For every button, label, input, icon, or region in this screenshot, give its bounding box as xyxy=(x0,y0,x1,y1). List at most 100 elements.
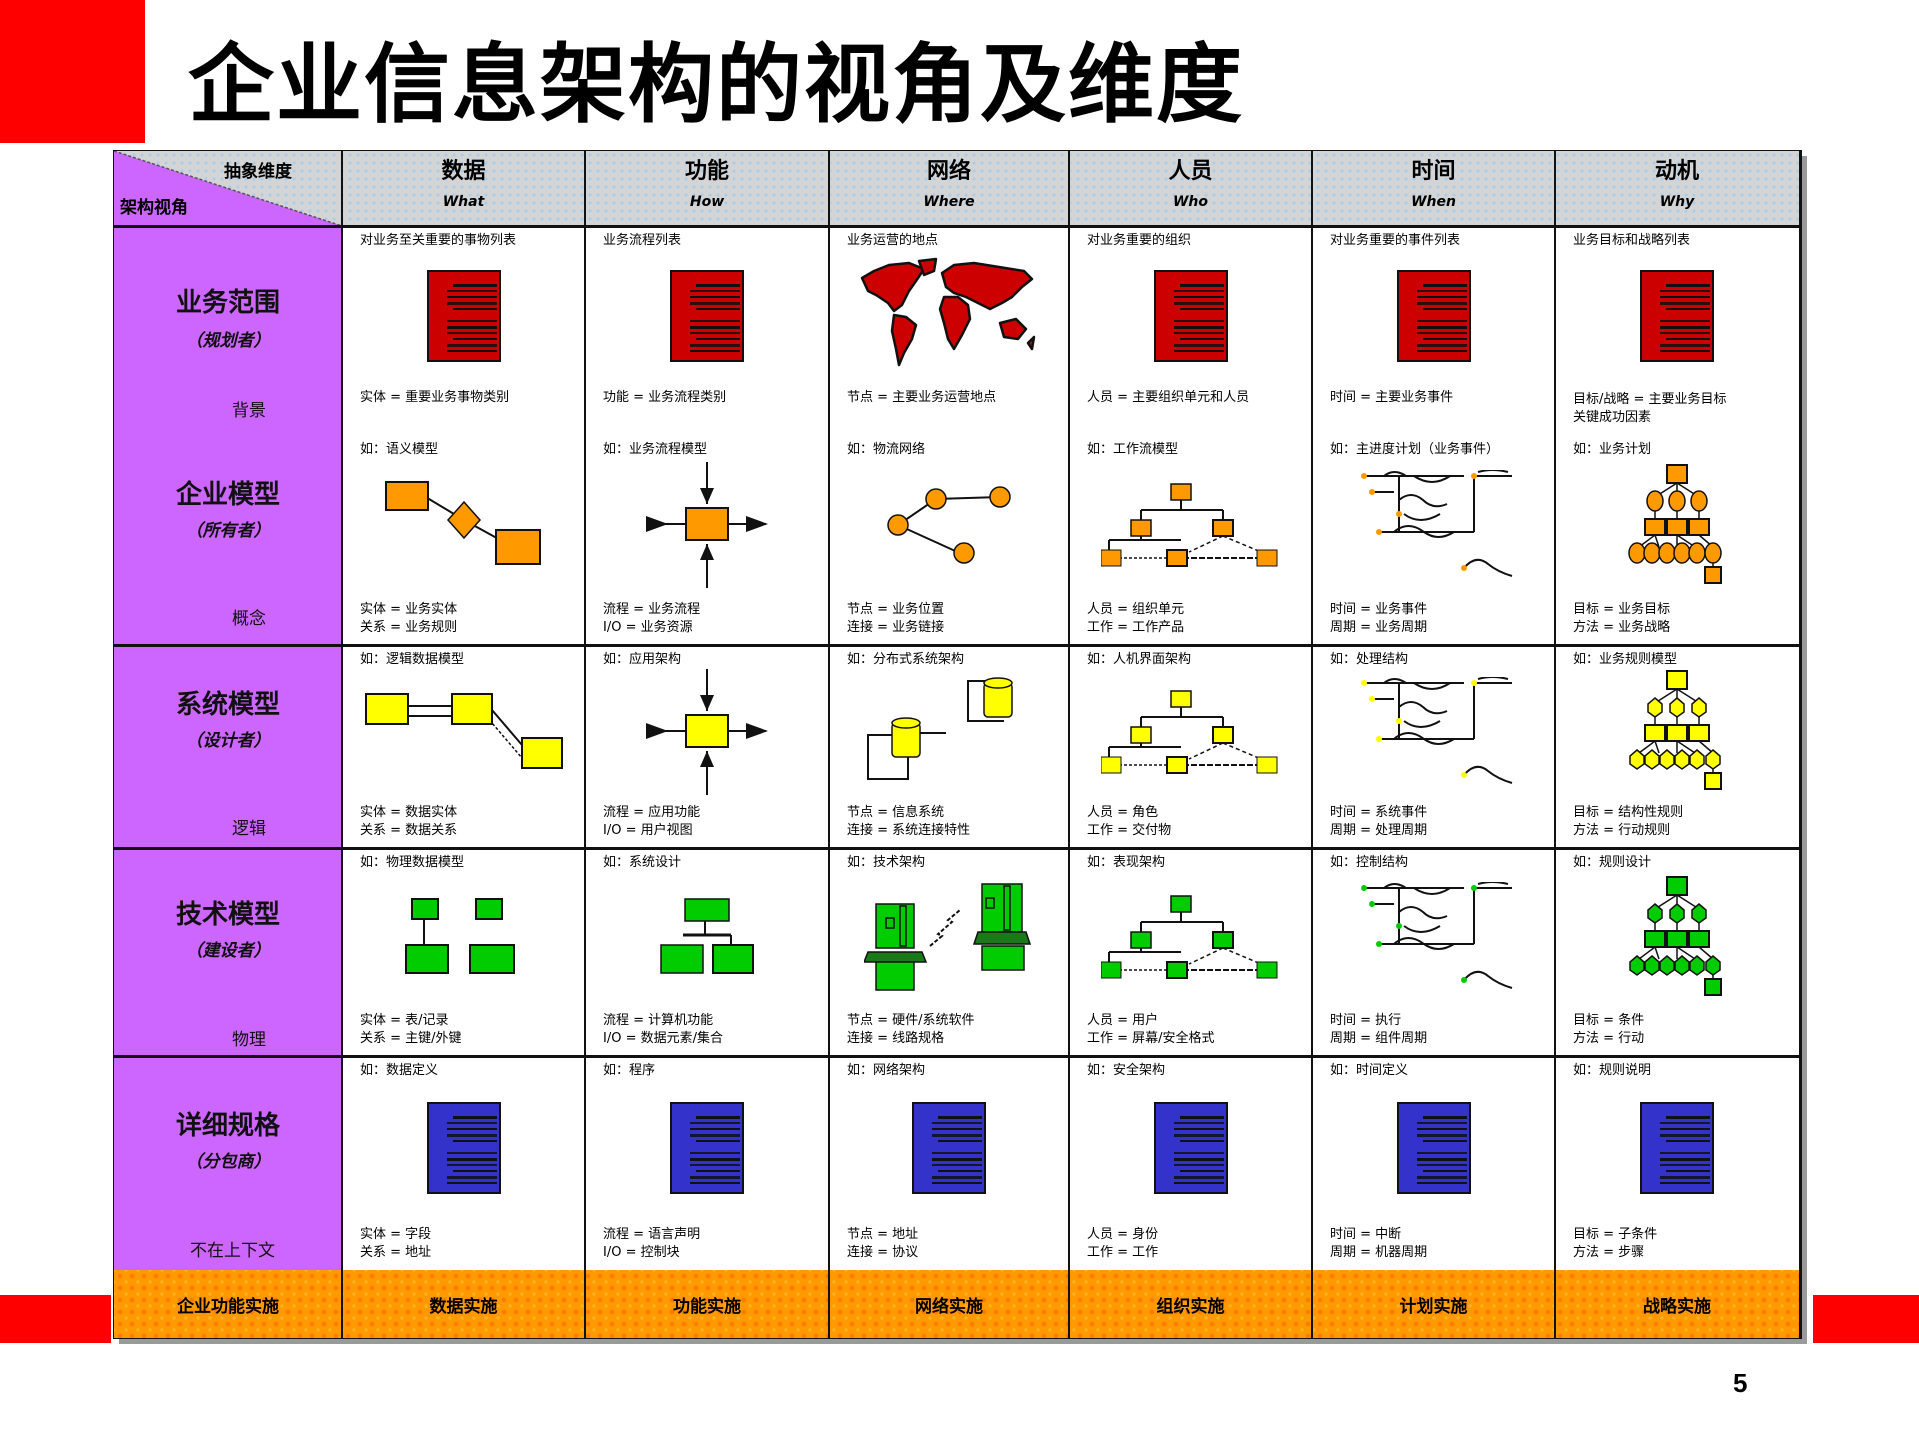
cell-definition-line-1: 时间 = 执行 xyxy=(1330,1013,1402,1028)
cell-definition-line-1: 时间 = 中断 xyxy=(1330,1227,1402,1242)
column-divider xyxy=(341,151,343,1338)
cell-heading: 业务流程列表 xyxy=(603,233,682,248)
distributed-system-icon xyxy=(829,671,1069,792)
cell-heading: 如：系统设计 xyxy=(603,855,682,870)
cell-heading: 如：业务计划 xyxy=(1573,442,1652,457)
cell-heading: 对业务至关重要的事物列表 xyxy=(360,233,517,248)
goal-tree-icon xyxy=(1555,874,1799,1000)
cell-definition-line-2: 工作 = 交付物 xyxy=(1087,823,1172,838)
cell-definition-line-1: 时间 = 业务事件 xyxy=(1330,602,1428,617)
cell-heading: 对业务重要的事件列表 xyxy=(1330,233,1461,248)
column-header-3: 网络 xyxy=(926,159,971,184)
corner-cell xyxy=(114,151,342,226)
cell-definition-line-2: I/O = 数据元素/集合 xyxy=(603,1031,723,1046)
cell-heading: 如：业务流程模型 xyxy=(603,442,708,457)
cell-definition-line-1: 实体 = 字段 xyxy=(360,1227,432,1242)
cell-definition-line-1: 流程 = 业务流程 xyxy=(603,602,701,617)
column-subheader-4: Who xyxy=(1172,194,1209,210)
column-divider xyxy=(1068,151,1070,1338)
cell-definition-line-1: 实体 = 业务实体 xyxy=(360,602,458,617)
red-document-icon xyxy=(1555,252,1799,379)
cell-definition-line-2: 关系 = 主键/外键 xyxy=(360,1031,462,1046)
hardware-icon xyxy=(829,874,1069,1000)
row-title-4: 技术模型 xyxy=(175,900,280,930)
cell-definition-line-1: 目标/战略 = 主要业务目标 xyxy=(1573,392,1727,407)
cell-heading: 如：规则设计 xyxy=(1573,855,1652,870)
cell-definition-line-1: 人员 = 身份 xyxy=(1087,1227,1159,1242)
header-band xyxy=(114,151,1799,226)
row-role-5: （分包商） xyxy=(185,1152,271,1172)
cell-definition-line-1: 目标 = 子条件 xyxy=(1573,1227,1658,1242)
cell-definition-line-1: 时间 = 系统事件 xyxy=(1330,805,1428,820)
cell-heading: 如：安全架构 xyxy=(1087,1063,1166,1078)
entity-relationship-icon xyxy=(342,461,585,589)
cell-definition-line-1: 人员 = 组织单元 xyxy=(1087,602,1185,617)
blue-document-icon xyxy=(1069,1082,1312,1214)
cell-definition-line-1: 节点 = 硬件/系统软件 xyxy=(847,1013,975,1028)
column-subheader-5: When xyxy=(1411,194,1456,210)
implementation-cell-6: 战略实施 xyxy=(1643,1297,1711,1317)
implementation-cell-4: 组织实施 xyxy=(1156,1297,1225,1317)
column-subheader-6: Why xyxy=(1659,194,1695,210)
cell-definition-line-1: 人员 = 角色 xyxy=(1087,805,1159,820)
row-role-3: （设计者） xyxy=(185,731,271,751)
cell-definition-line-1: 节点 = 地址 xyxy=(847,1227,919,1242)
row-divider xyxy=(114,847,1799,850)
cell-definition-line-2: 周期 = 组件周期 xyxy=(1330,1031,1428,1046)
column-divider xyxy=(584,151,586,1338)
corner-label-perspective: 架构视角 xyxy=(120,198,188,218)
row-title-3: 系统模型 xyxy=(175,690,280,720)
cell-heading: 如：程序 xyxy=(603,1063,656,1078)
org-chart-icon xyxy=(1069,461,1312,589)
red-accent-bar-right xyxy=(1813,1295,1919,1343)
cell-definition-line-2: 方法 = 行动 xyxy=(1573,1031,1645,1046)
corner-diagonal-icon xyxy=(114,151,342,226)
cell-definition-line-1: 节点 = 主要业务运营地点 xyxy=(847,390,997,405)
implementation-cell-1: 数据实施 xyxy=(429,1297,498,1317)
blue-document-icon xyxy=(585,1082,829,1214)
schedule-icon xyxy=(1312,461,1555,589)
system-design-icon xyxy=(585,874,829,1000)
row-aspect-4: 物理 xyxy=(232,1030,266,1050)
cell-definition-line-1: 目标 = 结构性规则 xyxy=(1573,805,1684,820)
implementation-bar xyxy=(114,1270,1799,1338)
row-title-2: 企业模型 xyxy=(175,480,280,510)
implementation-cell-5: 计划实施 xyxy=(1399,1297,1468,1317)
blue-document-icon xyxy=(1312,1082,1555,1214)
implementation-cell-3: 网络实施 xyxy=(915,1297,983,1317)
cell-heading: 如：处理结构 xyxy=(1330,652,1409,667)
row-role-4: （建设者） xyxy=(185,941,271,961)
cell-definition-line-2: 连接 = 系统连接特性 xyxy=(847,823,971,838)
row-role-2: （所有者） xyxy=(185,521,271,541)
column-divider xyxy=(1554,151,1556,1338)
cell-definition-line-2: 周期 = 处理周期 xyxy=(1330,823,1428,838)
red-document-icon xyxy=(585,252,829,379)
cell-heading: 如：分布式系统架构 xyxy=(847,652,965,667)
node-network-icon xyxy=(829,461,1069,589)
row-aspect-2: 概念 xyxy=(232,609,266,629)
perspective-column xyxy=(114,226,342,1270)
blue-document-icon xyxy=(1555,1082,1799,1214)
cell-definition-line-1: 流程 = 应用功能 xyxy=(603,805,701,820)
entity-relationship-icon xyxy=(342,671,585,792)
row-role-1: （规划者） xyxy=(185,331,271,351)
cell-heading: 如：逻辑数据模型 xyxy=(360,652,465,667)
process-flow-icon xyxy=(585,461,829,589)
row-aspect-3: 逻辑 xyxy=(232,819,266,839)
column-subheader-1: What xyxy=(442,194,485,210)
row-divider xyxy=(114,1055,1799,1058)
cell-heading: 如：人机界面架构 xyxy=(1087,652,1192,667)
cell-heading: 如：物理数据模型 xyxy=(360,855,465,870)
row-aspect-5: 不在上下文 xyxy=(190,1241,275,1261)
column-header-4: 人员 xyxy=(1168,159,1213,184)
goal-tree-icon xyxy=(1555,670,1799,792)
cell-heading: 对业务重要的组织 xyxy=(1087,233,1192,248)
slide-title: 企业信息架构的视角及维度 xyxy=(188,35,1244,135)
data-tables-icon xyxy=(342,874,585,1000)
schedule-icon xyxy=(1312,671,1555,792)
column-header-5: 时间 xyxy=(1411,159,1456,184)
red-accent-bar-left xyxy=(0,1295,111,1343)
cell-definition-line-2: 方法 = 步骤 xyxy=(1573,1245,1645,1260)
implementation-cell-2: 功能实施 xyxy=(673,1297,741,1317)
